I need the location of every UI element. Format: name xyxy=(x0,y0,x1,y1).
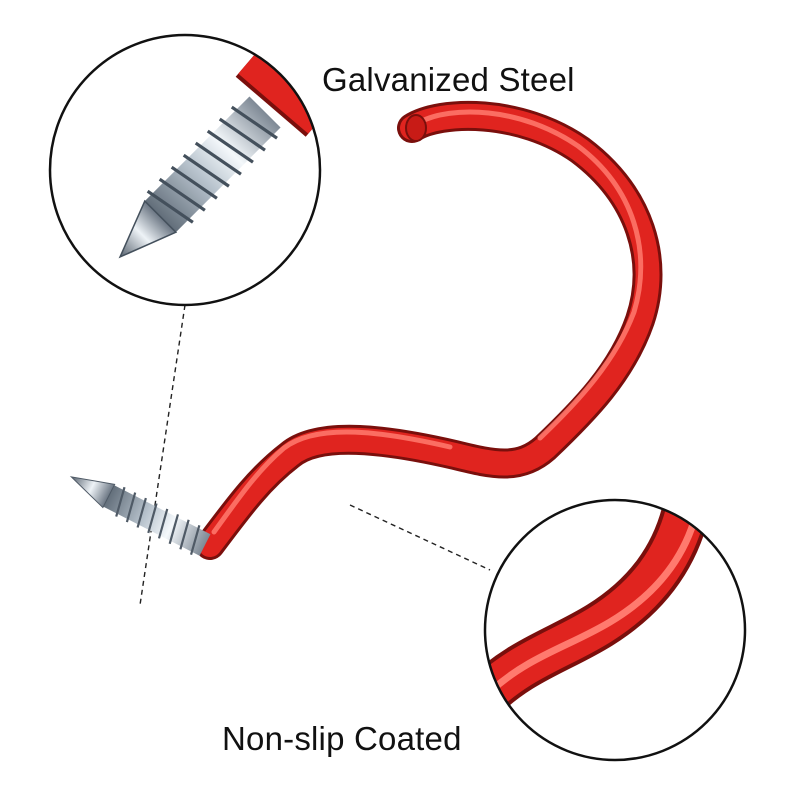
leader-lines xyxy=(139,304,491,606)
leader-line-bottom xyxy=(349,504,491,571)
zoom-circle-thread xyxy=(48,33,322,307)
hook-end-cap xyxy=(405,114,427,142)
screw-thread xyxy=(69,476,211,556)
zoom-circle-coating xyxy=(483,498,747,762)
label-non-slip-coated: Non-slip Coated xyxy=(222,720,462,757)
screw-hook xyxy=(69,100,663,560)
leader-line-top xyxy=(139,304,186,606)
coating-highlight xyxy=(211,109,644,535)
label-galvanized-steel: Galvanized Steel xyxy=(322,61,575,98)
